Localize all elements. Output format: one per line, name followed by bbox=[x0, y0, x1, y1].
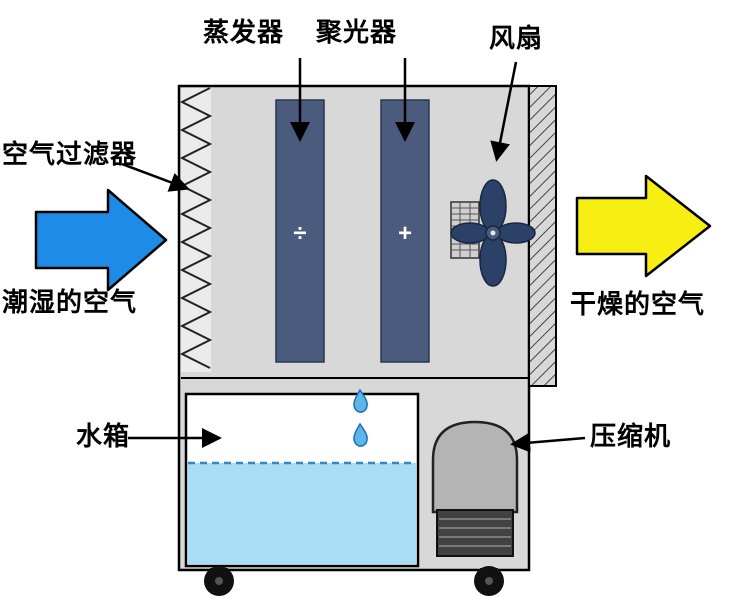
pointer-arrows bbox=[121, 58, 586, 453]
label-dry-air: 干燥的空气 bbox=[570, 289, 706, 319]
fan-pointer-arrow bbox=[490, 61, 518, 162]
label-humid-air: 潮湿的空气 bbox=[2, 287, 138, 317]
air-filter-zigzag bbox=[179, 87, 213, 372]
humid-air-arrow bbox=[34, 188, 168, 292]
label-water-tank: 水箱 bbox=[76, 421, 131, 451]
caster-wheel-left bbox=[204, 566, 234, 596]
condenser-column bbox=[380, 99, 430, 363]
label-air-filter: 空气过滤器 bbox=[2, 139, 138, 169]
compressor bbox=[431, 420, 519, 557]
condenser-symbol: + bbox=[398, 220, 412, 247]
evaporator-symbol: ÷ bbox=[293, 220, 306, 247]
label-condenser: 聚光器 bbox=[316, 17, 398, 47]
label-evaporator: 蒸发器 bbox=[203, 17, 285, 47]
water-droplets bbox=[353, 388, 368, 447]
fan-icon bbox=[450, 179, 536, 287]
dry-air-arrow bbox=[575, 174, 712, 278]
air-filter-pointer-arrow bbox=[121, 162, 190, 192]
compressor-pointer-arrow bbox=[510, 432, 586, 453]
caster-wheel-right bbox=[474, 566, 504, 596]
label-compressor: 压缩机 bbox=[590, 421, 672, 451]
water bbox=[188, 463, 416, 564]
label-fan: 风扇 bbox=[489, 23, 544, 53]
